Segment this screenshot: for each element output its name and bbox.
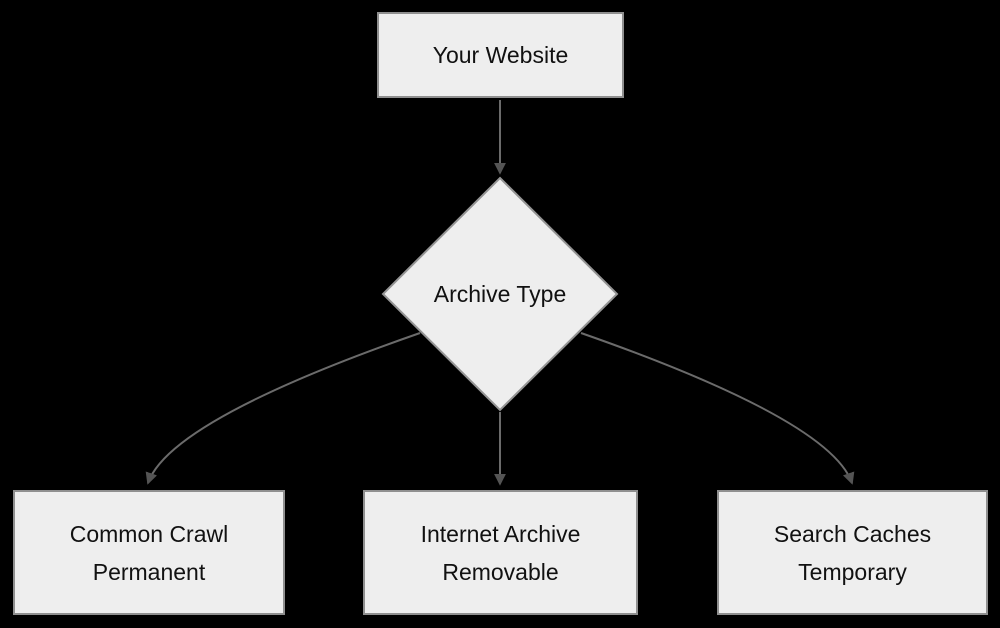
node-common-crawl-label-line1: Common Crawl <box>69 520 229 547</box>
node-internet-archive-label-line2: Removable <box>442 558 559 585</box>
node-internet-archive-label-line1: Internet Archive <box>420 520 581 547</box>
node-search-caches-label-line1: Search Caches <box>773 520 932 547</box>
decision-diamond-shape <box>381 176 619 412</box>
edge-decision-to-common-crawl <box>145 332 421 485</box>
node-internet-archive: Internet Archive Removable <box>363 490 638 615</box>
edge-decision-to-search-caches <box>580 332 855 485</box>
node-common-crawl: Common Crawl Permanent <box>13 490 285 615</box>
node-common-crawl-label-line2: Permanent <box>92 558 206 585</box>
node-your-website-label: Your Website <box>432 42 569 68</box>
node-search-caches: Search Caches Temporary <box>717 490 988 615</box>
node-search-caches-label-line2: Temporary <box>798 558 907 585</box>
node-your-website: Your Website <box>377 12 624 98</box>
